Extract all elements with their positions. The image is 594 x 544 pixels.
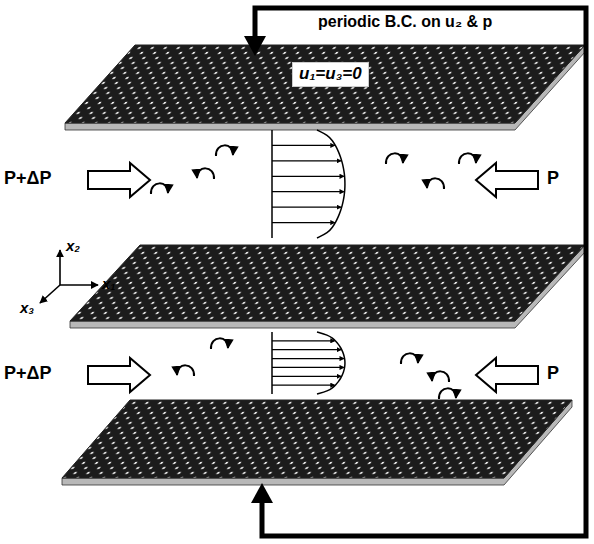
velocity-arrow [272,376,341,377]
plate-edge [65,45,585,130]
velocity-arrow [272,367,344,368]
pressure-arrow [476,358,538,392]
loop-arrowhead [244,36,266,56]
velocity-arrow [272,358,344,359]
pressure-arrow [88,163,150,197]
velocity-profile [317,130,345,238]
axis-label: x₃ [20,300,34,317]
eddy-arrow [211,338,228,349]
loop-line [255,8,586,536]
velocity-arrow [272,191,344,192]
eddy-arrow [197,168,214,179]
velocity-arrow [272,222,334,223]
perforated-plate [62,400,572,478]
inlet-pressure: P+ΔP [4,364,51,384]
wall-condition-label: u₁=u₃=0 [292,62,369,87]
eddy-arrow [427,178,444,189]
velocity-arrow [272,206,341,207]
eddy-arrow [401,353,418,364]
eddy-arrow [386,153,403,164]
boundary-condition-label: periodic B.C. on u₂ & p [318,13,492,31]
inlet-pressure: P+ΔP [4,169,51,189]
loop-arrowhead [251,483,273,503]
eddy-arrow [216,145,233,156]
plate-edge [70,245,585,328]
perforated-plate [65,45,585,123]
perforated-plate [70,245,585,321]
velocity-arrow [272,340,334,341]
pressure-arrow [476,163,538,197]
velocity-arrow [272,176,344,177]
axes [40,250,98,303]
velocity-arrow [272,160,341,161]
velocity-arrow [272,384,334,385]
axis-label: x₂ [66,238,80,255]
pressure-arrow [88,358,150,392]
outlet-pressure: P [547,169,559,189]
axis-label: x₁ [102,276,116,293]
eddy-arrow [439,388,456,399]
outlet-pressure: P [547,364,559,384]
eddy-arrow [432,371,449,382]
profile-axis [271,130,273,238]
velocity-arrow [272,349,341,350]
velocity-arrow [272,145,334,146]
eddy-arrow [177,365,194,376]
eddy-arrow [151,183,168,194]
periodic-loop [255,8,586,536]
plate-edge [62,400,572,485]
eddy-arrow [459,153,476,164]
